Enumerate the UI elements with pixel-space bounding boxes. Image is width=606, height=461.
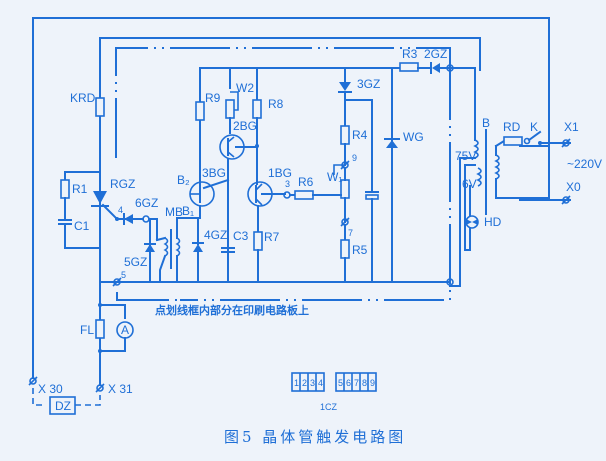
pin-7: 7 (354, 378, 359, 388)
4gz-label: 4GZ (204, 228, 227, 242)
r8-label: R8 (268, 97, 284, 111)
r9-label: R9 (205, 91, 221, 105)
6v-label: 6V (462, 177, 477, 191)
b2-label: B₂ (177, 173, 190, 187)
ammeter-label: A (121, 323, 129, 337)
r4-label: R4 (352, 128, 368, 142)
rgz-label: RGZ (110, 177, 135, 191)
pin-5: 5 (338, 378, 343, 388)
rd-label: RD (503, 120, 521, 134)
r5-label: R5 (352, 243, 368, 257)
hd-label: HD (484, 215, 502, 229)
r6-resistor (294, 190, 314, 200)
r8-resistor (252, 99, 262, 119)
supply-label: ~220V (567, 157, 602, 171)
x0-label: X0 (566, 180, 581, 194)
5gz-diode (145, 244, 155, 252)
r7-label: R7 (264, 230, 280, 244)
t4-label: 4 (118, 205, 123, 215)
wg-zener (386, 140, 398, 148)
r4-resistor (340, 125, 350, 145)
pin-4: 4 (318, 378, 323, 388)
4gz-diode (193, 244, 203, 252)
w2-label: W2 (236, 81, 254, 95)
mb-secondary-winding (175, 237, 181, 257)
w1-label: W₁ (327, 170, 342, 184)
dz-label: DZ (55, 399, 71, 413)
x31-terminal (95, 383, 105, 393)
x1-label: X1 (564, 120, 579, 134)
c3-label: C3 (233, 229, 249, 243)
x30-label: X 30 (38, 382, 63, 396)
5gz-label: 5GZ (124, 255, 147, 269)
primary-winding (494, 154, 500, 180)
b-label: B (482, 116, 490, 130)
r3-label: R3 (402, 47, 418, 61)
t3-label: 3 (285, 179, 290, 189)
pcb-note: 点划线框内部分在印刷电路板上 (155, 303, 309, 317)
3bg-label: 3BG (202, 166, 226, 180)
r5-resistor (340, 239, 350, 259)
r7-resistor (253, 231, 263, 251)
r1-resistor (60, 179, 70, 199)
pcb-frame (115, 47, 451, 301)
k-switch (527, 130, 542, 142)
t5-label: 5 (121, 270, 126, 280)
x0-terminal (561, 195, 571, 205)
fl-shunt (95, 319, 105, 339)
x30-terminal (28, 376, 38, 386)
wg-label: WG (403, 130, 424, 144)
c1-label: C1 (74, 219, 90, 233)
3gz-diode (339, 82, 351, 91)
outer-wire (32, 17, 550, 379)
b1-label: B₁ (182, 204, 194, 218)
2gz-label: 2GZ (424, 47, 447, 61)
1bg-label: 1BG (268, 166, 292, 180)
75v-label: 75V (455, 149, 476, 163)
connector-1cz-a: 1 2 3 4 (291, 372, 325, 392)
pin-8: 8 (362, 378, 367, 388)
75v-winding (473, 139, 479, 159)
3gz-label: 3GZ (357, 77, 380, 91)
pin-2: 2 (302, 378, 307, 388)
k-switch-contact (523, 137, 531, 145)
w2-potentiometer (225, 99, 235, 119)
terminal-5 (112, 277, 122, 287)
pin-3: 3 (310, 378, 315, 388)
terminal-2gz (446, 64, 454, 72)
mb-label: MB (165, 205, 183, 219)
krd-label: KRD (70, 91, 96, 105)
krd-wire (99, 37, 481, 171)
6v-winding (476, 167, 482, 187)
krd-resistor (95, 97, 105, 117)
x31-label: X 31 (108, 382, 133, 396)
k-label: K (530, 120, 538, 134)
r1-label: R1 (72, 182, 88, 196)
t7-label: 7 (348, 228, 353, 238)
r9-resistor (195, 101, 205, 121)
2bg-label: 2BG (233, 119, 257, 133)
connector-label: 1CZ (320, 402, 338, 412)
6gz-label: 6GZ (135, 196, 158, 210)
pin-6: 6 (346, 378, 351, 388)
6gz-diode (124, 214, 133, 224)
connector-1cz-b: 5 6 7 8 9 (335, 372, 377, 392)
r6-label: R6 (298, 175, 314, 189)
x1-terminal (561, 138, 571, 148)
pin-1: 1 (294, 378, 299, 388)
mb-primary-winding (163, 237, 169, 257)
rgz-thyristor (93, 191, 107, 204)
fl-label: FL (80, 323, 94, 337)
r3-resistor (399, 62, 419, 72)
rd-fuse (503, 136, 523, 146)
2gz-diode (432, 63, 440, 73)
pin-9: 9 (370, 378, 375, 388)
figure-caption: 图5 晶体管触发电路图 (224, 428, 406, 446)
terminal-bottom-right (446, 278, 454, 286)
t9-label: 9 (352, 153, 357, 163)
